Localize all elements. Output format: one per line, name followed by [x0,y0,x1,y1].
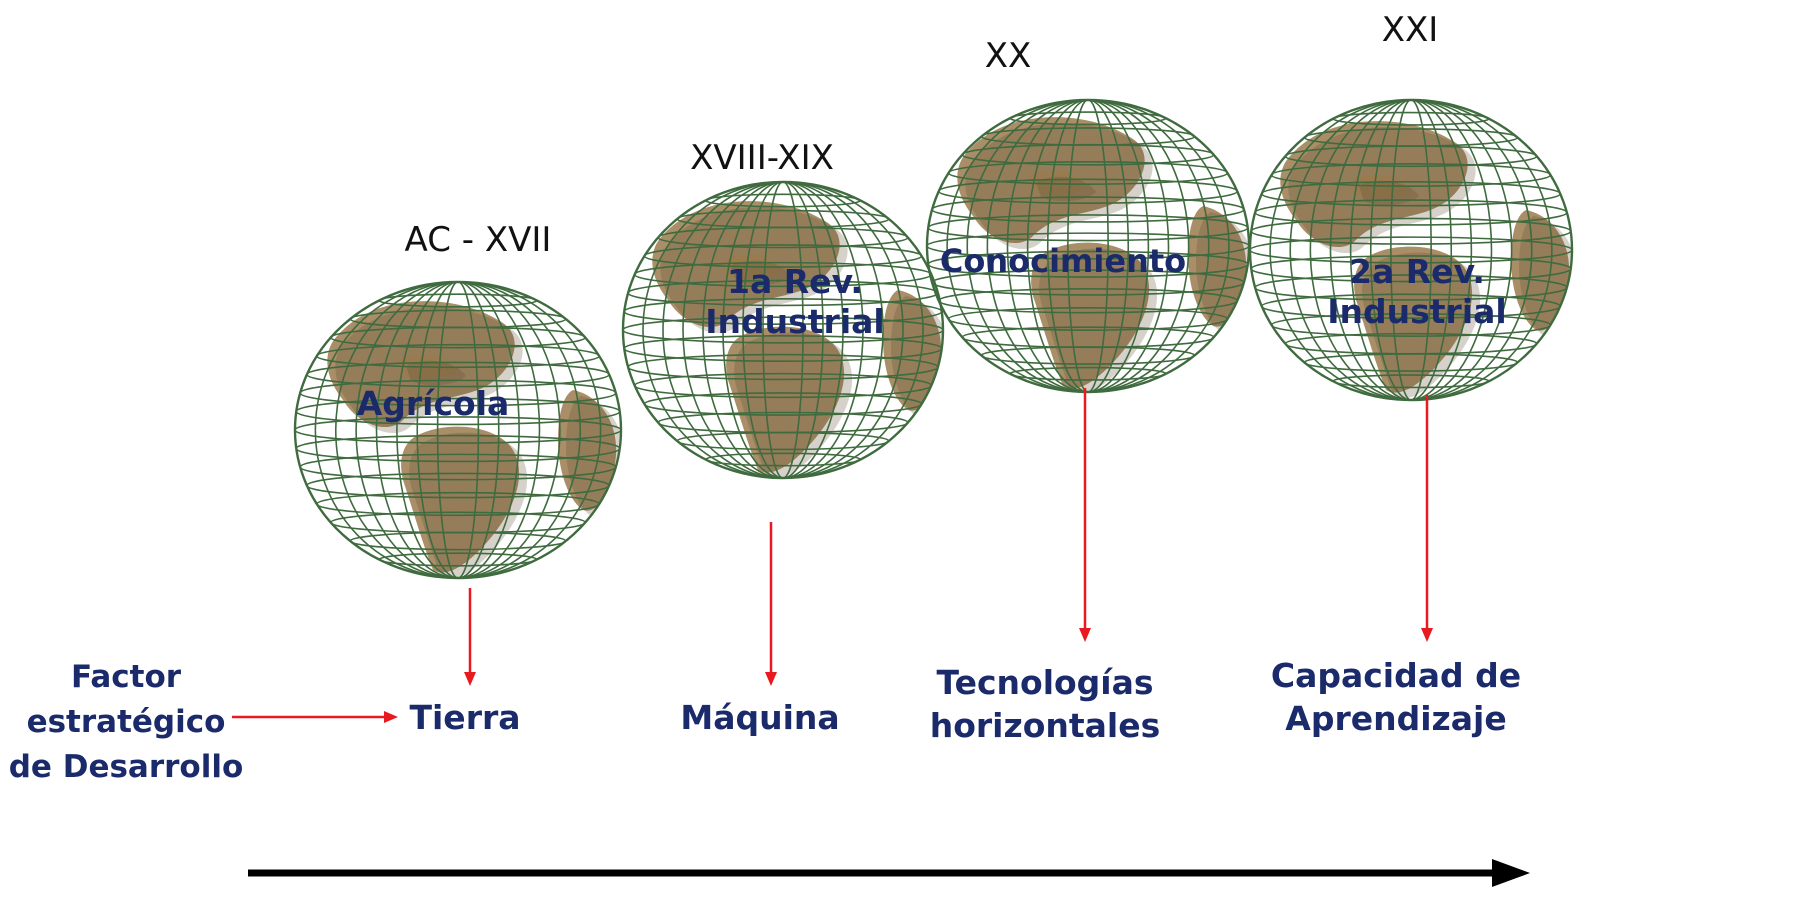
factor-heading-line-1: Factor [70,659,182,695]
factor-tecnologias: Tecnologías horizontales [930,662,1161,748]
globe-longitude-line [742,182,824,478]
factor-tierra: Tierra [409,697,520,738]
globe-longitude-line [682,182,884,478]
factor-heading-line-2: estratégico [26,703,226,740]
globe-latitude-line [1250,236,1572,264]
globe-longitude-line [1026,100,1150,392]
arrowhead-heading-to-tierra [384,711,398,723]
globe-label-1a-rev-line-1: 1a Rev. [727,262,863,301]
globe-longitude-line [1269,100,1553,400]
globe-label-2a-rev: 2a Rev. Industrial [1327,252,1506,331]
globe-longitude-line [946,100,1230,392]
globe-longitude-line [1390,100,1432,400]
globe-longitude-line [642,182,924,478]
globe-longitude-line [722,182,844,478]
arrowhead-agricola-to-tierra [464,672,476,686]
landmass-shape [401,426,520,573]
factor-maquina: Máquina [680,697,839,738]
globe-icon-agricola [293,280,623,580]
timeline-arrow [248,859,1530,887]
factor-tecnologias-line-2: horizontales [929,705,1161,745]
globe-longitude-line [662,182,904,478]
globe-longitude-line [416,282,500,578]
globe-label-conocimiento: Conocimiento [940,242,1186,280]
globe-label-conocimiento-line-1: Conocimiento [939,242,1187,280]
factor-heading-line-3: de Desarrollo [8,748,244,785]
globe-outline [621,180,945,480]
era-period-3: XX [984,36,1032,76]
factor-capacidad: Capacidad de Aprendizaje [1271,655,1521,741]
globe-outline [1248,98,1574,402]
globe-icon-2a-rev [1248,98,1574,402]
factor-capacidad-line-1: Capacidad de [1270,656,1522,695]
arrowhead-conocimiento-to-tecnologias [1079,628,1091,642]
globe-longitude-line [334,282,582,578]
globe-longitude-line [436,282,480,578]
arrowhead-1a-rev-to-maquina [765,672,777,686]
globe-longitude-line [355,282,561,578]
globe-longitude-line [1349,100,1473,400]
era-period-2: XVIII-XIX [690,138,834,178]
globe-longitude-line [966,100,1210,392]
arrowhead-2a-rev-to-capacidad [1421,628,1433,642]
globe-label-agricola: Agrícola [357,384,510,424]
globe-longitude-line [1369,100,1453,400]
factor-maquina-line-1: Máquina [680,698,840,737]
landmass-shape [1028,170,1088,196]
globe-latitude-line [623,316,943,344]
globe-longitude-line [375,282,541,578]
globe-label-1a-rev: 1a Rev. Industrial [705,262,884,341]
globe-latitude-line [927,232,1249,260]
globe-longitude-line [1046,100,1130,392]
era-period-1: AC - XVII [404,220,552,260]
globe-label-2a-rev-line-2: Industrial [1327,291,1507,331]
factor-heading: Factor estratégico de Desarrollo [9,655,244,790]
globe-label-2a-rev-line-1: 2a Rev. [1349,252,1485,291]
globe-longitude-line [396,282,520,578]
factor-tecnologias-line-1: Tecnologías [936,663,1154,702]
globe-icon-1a-rev [621,180,945,480]
landmass-shape [1354,246,1473,393]
connector-arrows [232,388,1433,723]
globe-label-agricola-line-1: Agrícola [356,384,510,423]
globe-longitude-line [1289,100,1533,400]
globe-outline [293,280,623,580]
globe-longitude-line [1309,100,1513,400]
globe-longitude-line [762,182,804,478]
era-period-4: XXI [1381,10,1439,50]
globe-longitude-line [986,100,1190,392]
factor-tierra-line-1: Tierra [409,698,521,737]
globe-icon-conocimiento [925,98,1251,394]
globe-longitude-line [1006,100,1170,392]
globe-latitude-line [295,416,621,444]
landmass-shape [1351,174,1411,200]
globe-longitude-line [314,282,602,578]
globe-longitude-line [702,182,864,478]
timeline-arrowhead [1492,859,1530,887]
globe-longitude-line [1067,100,1109,392]
globe-label-1a-rev-line-2: Industrial [705,301,885,341]
factor-capacidad-line-2: Aprendizaje [1285,698,1507,738]
globe-longitude-line [1329,100,1493,400]
